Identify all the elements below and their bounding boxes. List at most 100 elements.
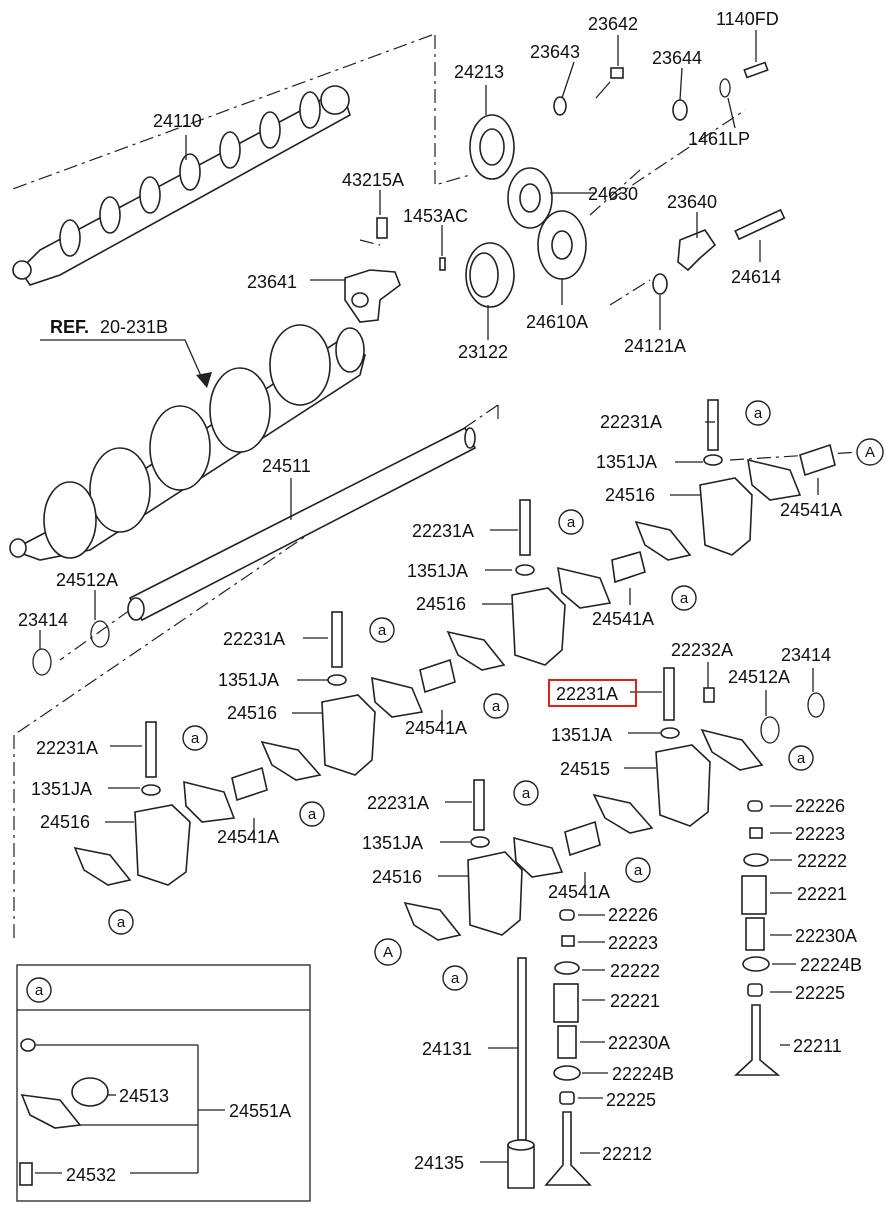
label-1351JA: 1351JA: [407, 561, 468, 581]
label-24551A: 24551A: [229, 1101, 291, 1121]
crank-sprocket: [465, 242, 515, 308]
cam-gear: [469, 114, 515, 180]
label-1140FD: 1140FD: [716, 9, 779, 29]
label-1351JA: 1351JA: [596, 452, 657, 472]
label-22231A-highlighted: 22231A: [556, 684, 618, 704]
label-24131: 24131: [422, 1039, 472, 1059]
label-24511: 24511: [262, 456, 311, 476]
highlight-box: [548, 679, 637, 707]
label-24610A: 24610A: [526, 312, 588, 332]
tag-a: a: [369, 617, 395, 643]
label-23414: 23414: [781, 645, 831, 665]
label-24512A: 24512A: [56, 570, 118, 590]
tag-a: a: [299, 801, 325, 827]
label-24135: 24135: [414, 1153, 464, 1173]
svg-text:a: a: [117, 914, 126, 931]
tag-a: a: [108, 909, 134, 935]
tag-big-a: A: [374, 938, 402, 966]
label-23414: 23414: [18, 610, 68, 630]
svg-text:a: a: [754, 405, 763, 422]
snap-rings: [32, 620, 825, 744]
rocker-shaft: [127, 426, 477, 622]
svg-text:a: a: [634, 862, 643, 879]
label-1351JA: 1351JA: [218, 670, 279, 690]
svg-text:a: a: [522, 785, 531, 802]
detail-box-a: [16, 964, 311, 1202]
label-1351JA: 1351JA: [362, 833, 423, 853]
label-22223: 22223: [608, 933, 658, 953]
label-22226: 22226: [795, 796, 845, 816]
label-24516: 24516: [605, 485, 655, 505]
label-22225: 22225: [606, 1090, 656, 1110]
label-24512A: 24512A: [728, 667, 790, 687]
svg-text:a: a: [567, 514, 576, 531]
label-22231A: 22231A: [600, 412, 662, 432]
push-rod: [507, 957, 535, 1189]
drive-gear: [537, 210, 587, 280]
label-24110: 24110: [153, 111, 202, 131]
circle-tags: a a A a a a a a a a a a a A a: [26, 400, 884, 1003]
svg-text:A: A: [383, 944, 393, 961]
tag-a: a: [745, 400, 771, 426]
label-22222: 22222: [610, 961, 660, 981]
label-22231A: 22231A: [412, 521, 474, 541]
tag-a: a: [625, 857, 651, 883]
label-23122: 23122: [458, 342, 508, 362]
label-24532: 24532: [66, 1165, 116, 1185]
svg-text:a: a: [680, 590, 689, 607]
label-24515: 24515: [560, 759, 610, 779]
svg-text:a: a: [797, 750, 806, 767]
label-23643: 23643: [530, 42, 580, 62]
tag-a: a: [513, 780, 539, 806]
label-1453AC: 1453AC: [403, 206, 468, 226]
valve-stack-right: [733, 800, 781, 1076]
rocker-assembly-2: [511, 499, 692, 666]
label-22225: 22225: [795, 983, 845, 1003]
label-22226: 22226: [608, 905, 658, 925]
label-24513: 24513: [119, 1086, 169, 1106]
top-small-parts: [344, 61, 786, 323]
valve-stack-middle: [544, 909, 592, 1186]
tag-a: a: [26, 977, 52, 1003]
label-24516: 24516: [40, 812, 90, 832]
label-43215A: 43215A: [342, 170, 404, 190]
label-23640: 23640: [667, 192, 717, 212]
idler-gear: [507, 167, 553, 229]
label-22211: 22211: [793, 1036, 842, 1056]
label-1351JA: 1351JA: [551, 725, 612, 745]
svg-text:a: a: [451, 970, 460, 987]
label-22232A: 22232A: [671, 640, 733, 660]
label-ref-num: 20-231B: [100, 317, 168, 337]
label-22231A: 22231A: [223, 629, 285, 649]
label-22231A: 22231A: [367, 793, 429, 813]
label-23642: 23642: [588, 14, 638, 34]
svg-text:a: a: [378, 622, 387, 639]
svg-text:a: a: [35, 982, 44, 999]
label-24121A: 24121A: [624, 336, 686, 356]
tag-big-a: A: [856, 438, 884, 466]
label-22222: 22222: [797, 851, 847, 871]
rocker-assembly-1: [699, 399, 836, 556]
part-labels: 24110 24213 23643 23642 23644 1140FD 146…: [18, 9, 862, 1185]
tag-a: a: [558, 509, 584, 535]
assembly-frame: [9, 34, 861, 940]
svg-text:a: a: [492, 698, 501, 715]
leader-lines: [39, 30, 819, 1163]
label-24213: 24213: [454, 62, 504, 82]
label-24541A: 24541A: [405, 718, 467, 738]
label-24541A: 24541A: [592, 609, 654, 629]
tag-a: a: [483, 693, 509, 719]
label-22231A: 22231A: [36, 738, 98, 758]
rocker-assembly-4: [73, 721, 322, 886]
label-24541A: 24541A: [780, 500, 842, 520]
tag-a: a: [671, 585, 697, 611]
label-1351JA: 1351JA: [31, 779, 92, 799]
rocker-assembly-highlight: [655, 667, 764, 827]
tag-a: a: [442, 965, 468, 991]
label-24541A: 24541A: [217, 827, 279, 847]
crankshaft-ref: [9, 324, 366, 561]
label-24516: 24516: [416, 594, 466, 614]
tag-a: a: [788, 745, 814, 771]
